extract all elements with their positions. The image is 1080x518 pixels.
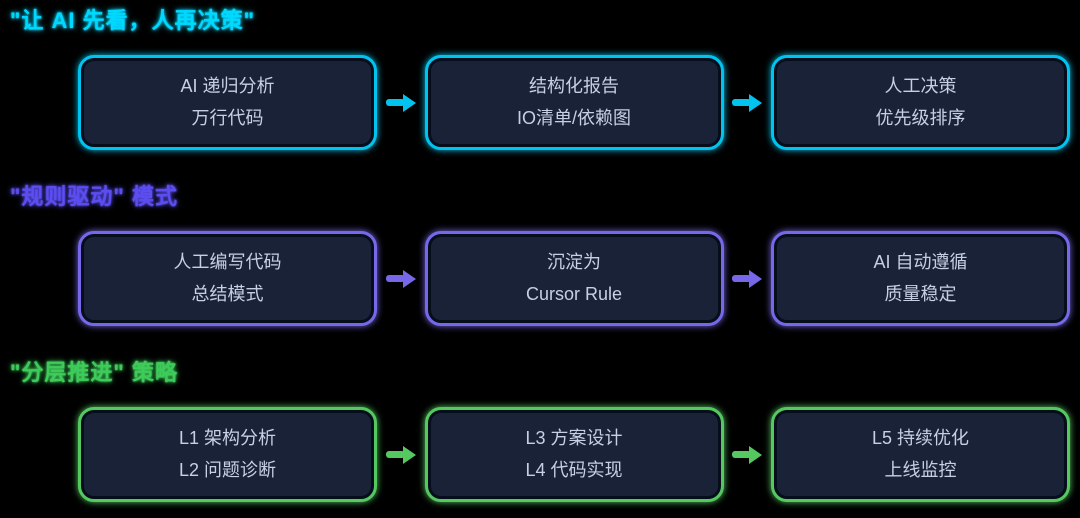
arrow-right-icon — [732, 445, 763, 464]
flow-node-line2: L2 问题诊断 — [178, 459, 277, 480]
section-layered-strategy: "分层推进" 策略 L1 架构分析 L2 问题诊断 L3 方案设计 L4 代码实… — [0, 358, 1080, 502]
flow-node-line1: L1 架构分析 — [178, 428, 277, 448]
section-title: "规则驱动" 模式 — [10, 184, 178, 209]
arrow-right-icon — [385, 93, 416, 112]
flow-node-manual-code-patterns: 人工编写代码 总结模式 — [78, 231, 377, 326]
flow-node-l3-l4: L3 方案设计 L4 代码实现 — [424, 407, 724, 502]
arrow-right-icon — [732, 269, 763, 288]
flow-node-line2: 总结模式 — [191, 283, 264, 304]
flow-node-cursor-rule: 沉淀为 Cursor Rule — [424, 231, 724, 326]
flow-node-line1: 沉淀为 — [547, 252, 601, 272]
flow-node-line2: 优先级排序 — [875, 107, 966, 128]
flow-row: 人工编写代码 总结模式 沉淀为 Cursor Rule AI 自动遵循 质量稳定 — [78, 231, 1070, 326]
arrow-right-icon — [385, 445, 416, 464]
flow-node-ai-recursive-analysis: AI 递归分析 万行代码 — [78, 55, 377, 150]
arrow-right-icon — [385, 269, 416, 288]
flow-node-human-decision: 人工决策 优先级排序 — [771, 55, 1070, 150]
flow-node-line2: 上线监控 — [884, 459, 957, 480]
flow-node-line1: L5 持续优化 — [871, 428, 970, 448]
section-rule-driven: "规则驱动" 模式 人工编写代码 总结模式 沉淀为 Cursor Rule AI… — [0, 182, 1080, 326]
flow-node-line1: 结构化报告 — [529, 76, 619, 96]
flow-node-line1: 人工决策 — [884, 76, 957, 96]
flow-node-ai-auto-follow: AI 自动遵循 质量稳定 — [771, 231, 1070, 326]
flow-node-line1: L3 方案设计 — [525, 428, 623, 448]
flow-row: L1 架构分析 L2 问题诊断 L3 方案设计 L4 代码实现 L5 持续优化 … — [78, 407, 1070, 502]
flow-node-structured-report: 结构化报告 IO清单/依赖图 — [424, 55, 724, 150]
flow-node-line2: Cursor Rule — [525, 283, 623, 304]
flow-node-line2: IO清单/依赖图 — [516, 107, 631, 128]
flow-node-line2: 万行代码 — [191, 107, 264, 128]
section-ai-first: "让 AI 先看，人再决策" AI 递归分析 万行代码 结构化报告 IO清单/依… — [0, 6, 1080, 150]
flow-node-line1: AI 递归分析 — [180, 76, 275, 96]
flow-node-line1: 人工编写代码 — [173, 252, 282, 272]
section-title: "让 AI 先看，人再决策" — [10, 8, 256, 33]
flow-node-line2: 质量稳定 — [884, 283, 957, 304]
flow-node-line2: L4 代码实现 — [525, 459, 623, 480]
section-title: "分层推进" 策略 — [10, 360, 178, 385]
arrow-right-icon — [732, 93, 763, 112]
flow-node-line1: AI 自动遵循 — [873, 252, 968, 272]
flow-node-l1-l2: L1 架构分析 L2 问题诊断 — [78, 407, 377, 502]
flow-row: AI 递归分析 万行代码 结构化报告 IO清单/依赖图 人工决策 优先级排序 — [78, 55, 1070, 150]
flow-node-l5: L5 持续优化 上线监控 — [771, 407, 1070, 502]
